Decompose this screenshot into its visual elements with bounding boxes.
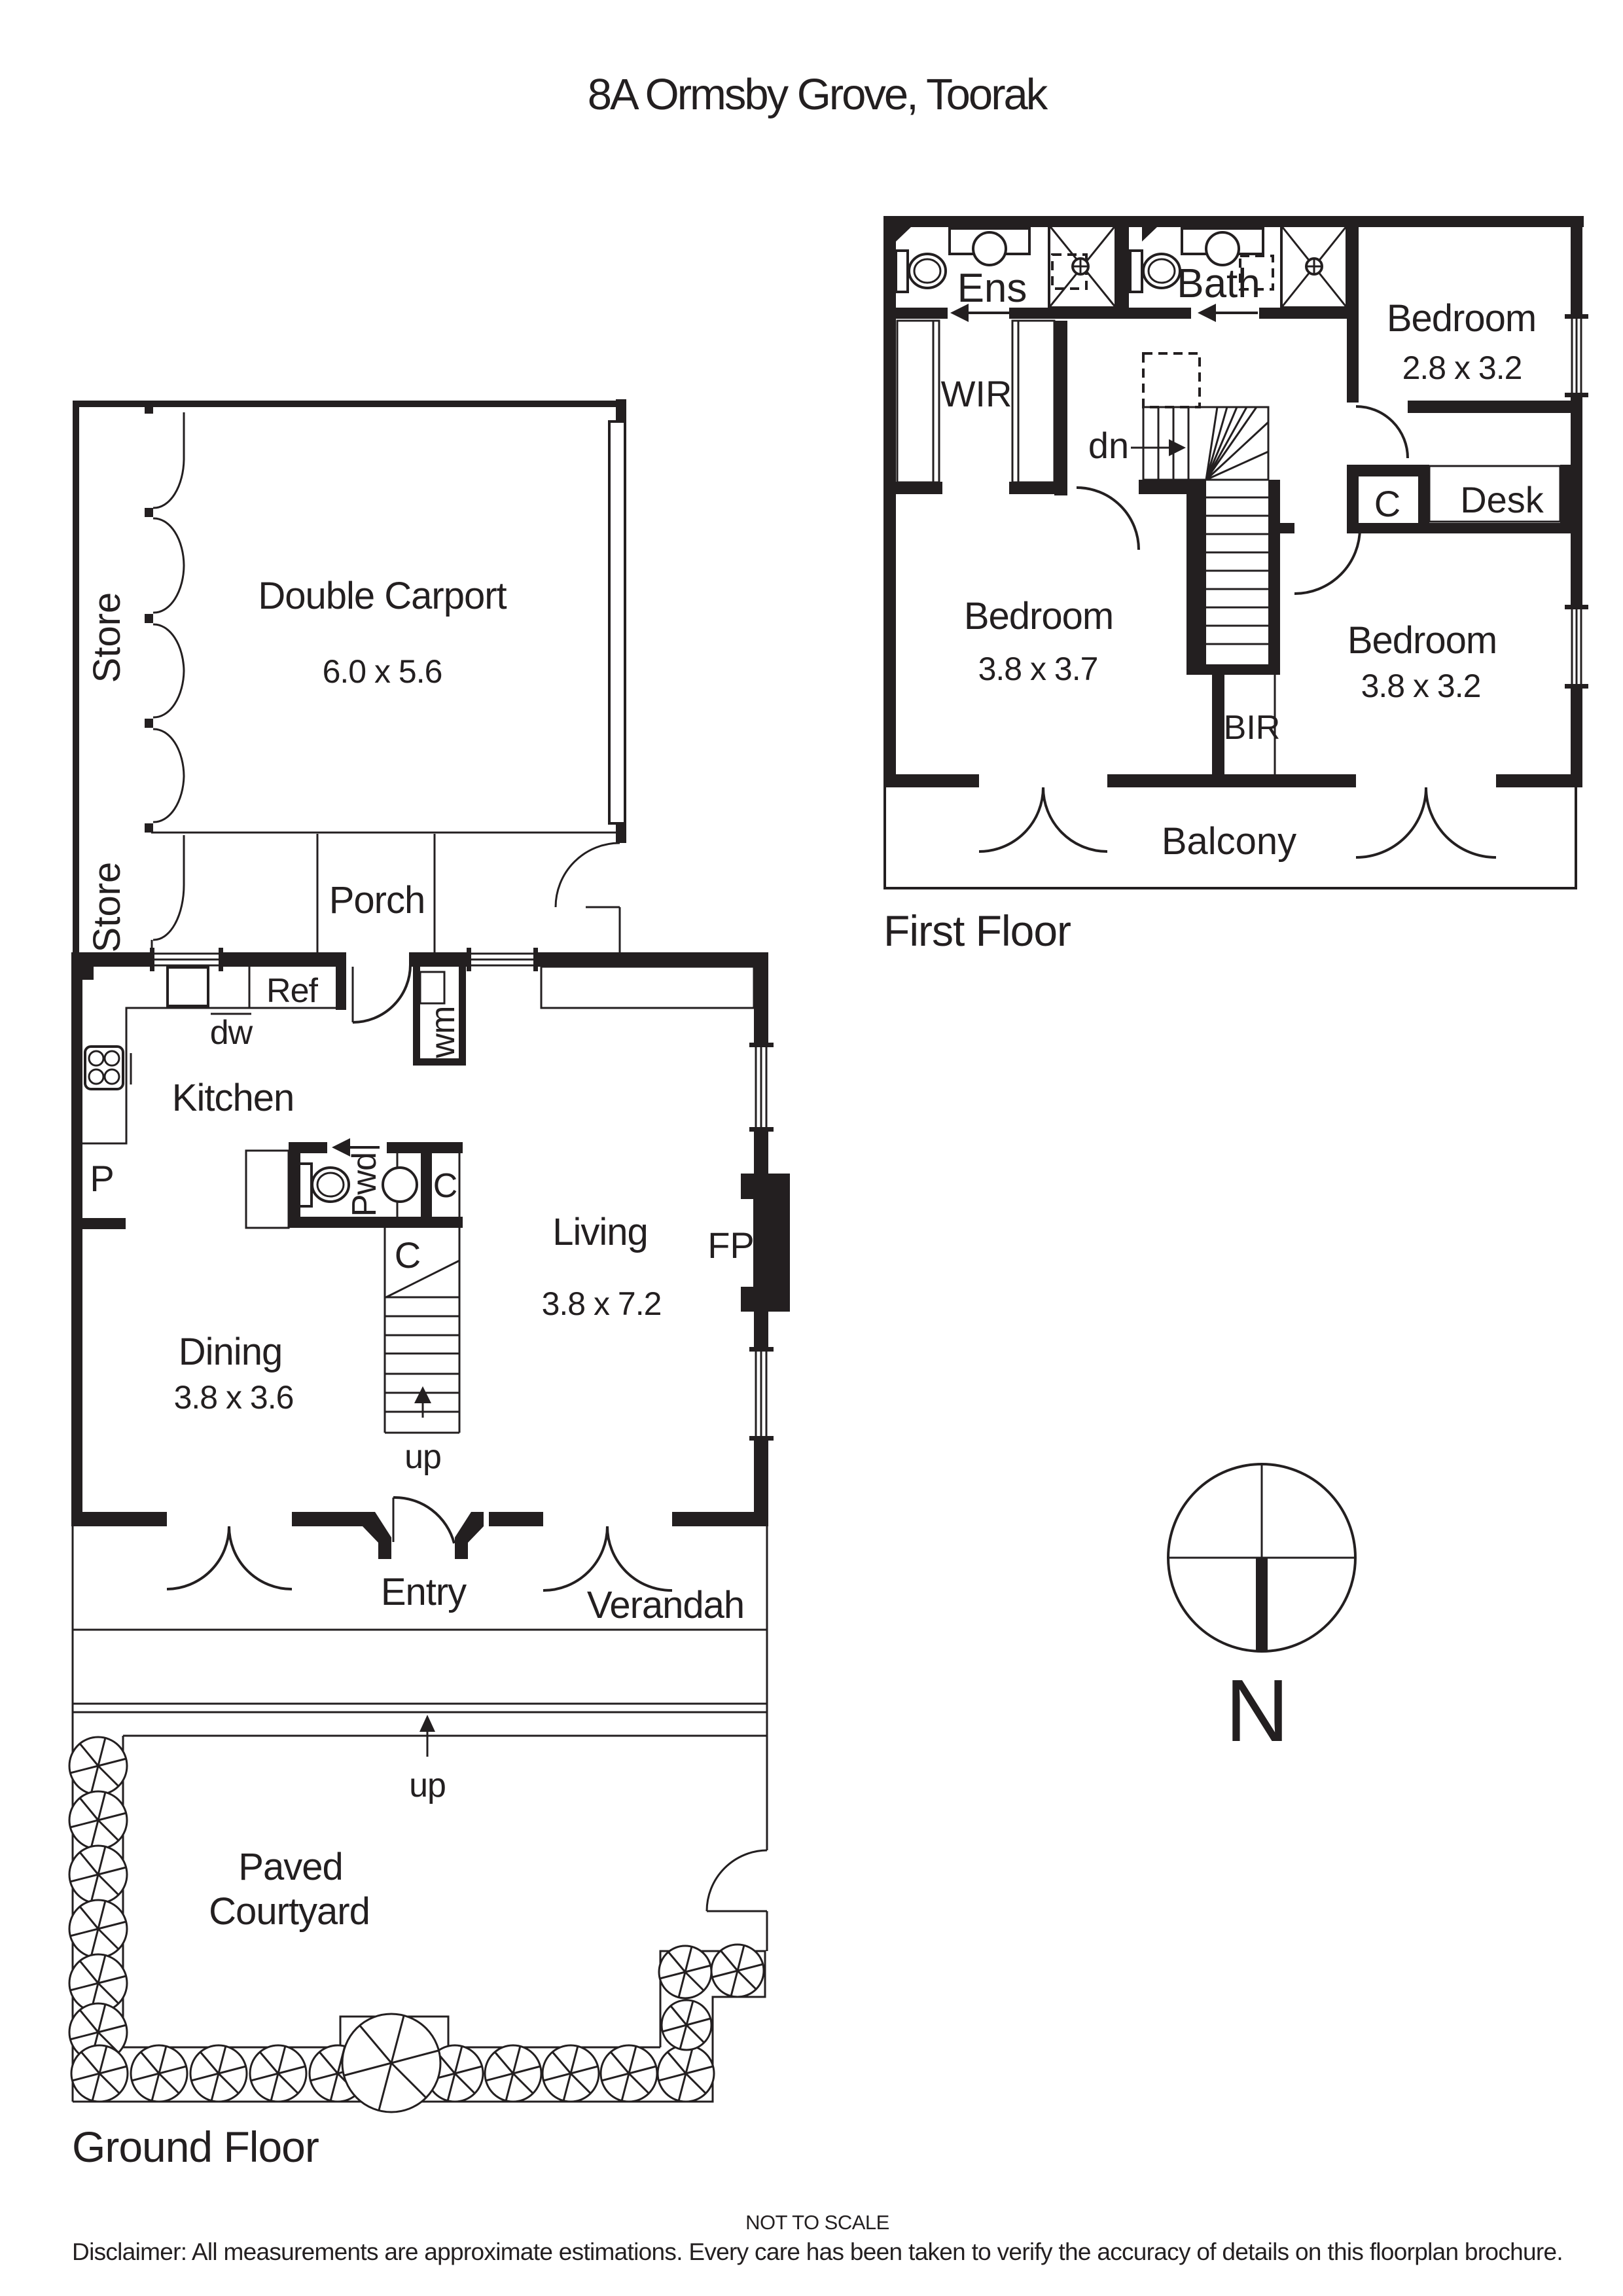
svg-text:wm: wm: [424, 1007, 462, 1059]
svg-text:Ref: Ref: [266, 972, 318, 1010]
svg-text:Ens: Ens: [957, 266, 1027, 311]
svg-text:N: N: [1225, 1661, 1289, 1760]
svg-text:WIR: WIR: [941, 373, 1012, 414]
svg-text:Ground Floor: Ground Floor: [72, 2123, 319, 2171]
svg-text:Bedroom: Bedroom: [1387, 297, 1536, 340]
svg-text:dw: dw: [210, 1014, 253, 1052]
svg-text:Bedroom: Bedroom: [1347, 619, 1497, 662]
svg-text:Bath: Bath: [1177, 261, 1260, 306]
svg-text:Dining: Dining: [179, 1331, 282, 1373]
svg-text:up: up: [409, 1767, 446, 1804]
svg-text:First Floor: First Floor: [883, 906, 1071, 955]
svg-text:Living: Living: [552, 1211, 648, 1253]
svg-text:Pwd: Pwd: [346, 1153, 383, 1217]
svg-text:C: C: [1374, 483, 1400, 524]
svg-text:Balcony: Balcony: [1162, 820, 1296, 863]
svg-text:FP: FP: [707, 1225, 755, 1266]
svg-text:3.8 x 3.7: 3.8 x 3.7: [978, 651, 1098, 687]
svg-text:Desk: Desk: [1460, 479, 1544, 520]
svg-text:Bedroom: Bedroom: [964, 595, 1113, 637]
svg-text:Store: Store: [86, 592, 128, 683]
svg-text:up: up: [404, 1438, 441, 1476]
svg-text:P: P: [90, 1158, 114, 1199]
svg-text:Porch: Porch: [329, 879, 425, 922]
svg-text:3.8 x 3.2: 3.8 x 3.2: [1361, 668, 1481, 704]
svg-text:Disclaimer: All measurements a: Disclaimer: All measurements are approxi…: [72, 2238, 1563, 2265]
svg-text:Courtyard: Courtyard: [209, 1890, 370, 1933]
svg-text:BIR: BIR: [1224, 709, 1281, 747]
svg-text:C: C: [395, 1234, 421, 1276]
svg-text:dn: dn: [1088, 425, 1129, 466]
svg-text:3.8 x 3.6: 3.8 x 3.6: [174, 1379, 294, 1416]
svg-text:3.8 x 7.2: 3.8 x 7.2: [542, 1285, 662, 1322]
svg-text:Store: Store: [86, 862, 128, 953]
svg-text:2.8 x 3.2: 2.8 x 3.2: [1402, 350, 1522, 386]
svg-text:Entry: Entry: [381, 1571, 467, 1613]
svg-text:Paved: Paved: [238, 1846, 342, 1888]
svg-text:Kitchen: Kitchen: [172, 1077, 294, 1119]
svg-text:6.0 x 5.6: 6.0 x 5.6: [323, 653, 442, 690]
svg-text:8A Ormsby Grove, Toorak: 8A Ormsby Grove, Toorak: [588, 70, 1048, 119]
svg-text:C: C: [433, 1167, 457, 1205]
svg-text:NOT TO SCALE: NOT TO SCALE: [745, 2211, 889, 2234]
svg-text:Double Carport: Double Carport: [258, 575, 507, 617]
svg-text:Verandah: Verandah: [587, 1584, 744, 1626]
